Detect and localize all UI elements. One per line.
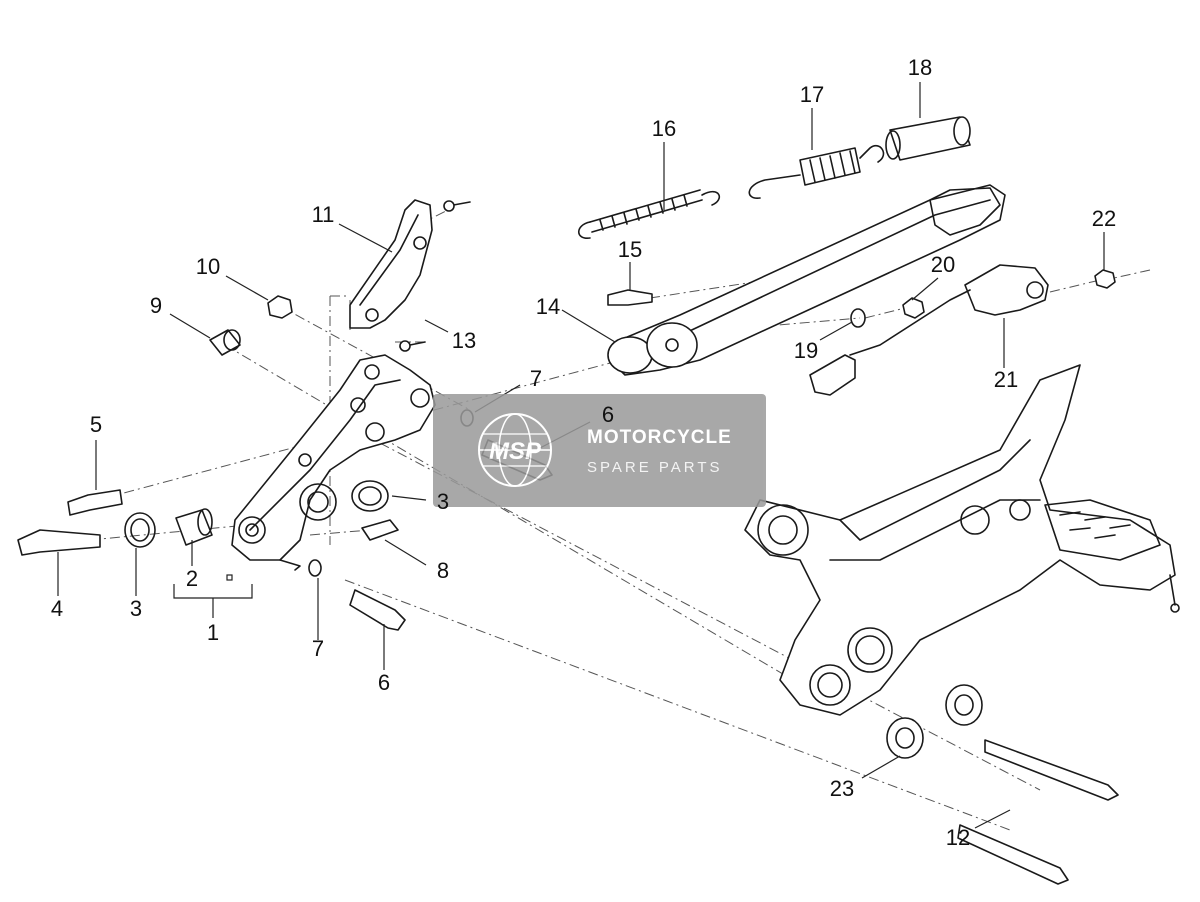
callout-11: 11: [312, 202, 335, 227]
callout-7-lower: 7: [312, 636, 324, 661]
callout-8: 8: [437, 558, 449, 583]
callout-13: 13: [452, 328, 476, 353]
callout-19: 19: [794, 338, 818, 363]
callout-6-lower: 6: [378, 670, 390, 695]
bracket-cover: [349, 199, 433, 329]
callout-3-lower: 3: [130, 596, 142, 621]
callout-4: 4: [51, 596, 63, 621]
callout-17: 17: [800, 82, 824, 107]
callout-2: 2: [186, 566, 198, 591]
side-stand-bracket: [231, 354, 436, 571]
callout-20: 20: [931, 252, 955, 277]
callout-18: 18: [908, 55, 932, 80]
callout-6-upper: 6: [602, 402, 614, 427]
callout-14: 14: [536, 294, 560, 319]
callout-15: 15: [618, 237, 642, 262]
watermark-subtitle: SPARE PARTS: [587, 459, 723, 476]
watermark-title: MOTORCYCLE: [587, 427, 732, 448]
callout-9: 9: [150, 293, 162, 318]
spring-sleeve: [885, 116, 971, 161]
watermark-logo-text: MSP: [489, 438, 542, 465]
watermark-background: [433, 394, 766, 507]
callout-23: 23: [830, 776, 854, 801]
spring-long: [577, 189, 721, 239]
watermark: MSP MOTORCYCLE SPARE PARTS: [433, 394, 766, 507]
callout-3-upper: 3: [437, 489, 449, 514]
footpeg-bracket: [744, 364, 1180, 716]
callout-labels: 1 2 3 3 4 5 6 6 7 7 8 9 10 11 12 13 14 1…: [51, 55, 1116, 850]
callout-1: 1: [207, 620, 219, 645]
side-stand-switch: [809, 264, 1049, 396]
callout-5: 5: [90, 412, 102, 437]
leader-lines: [57, 82, 1105, 829]
callout-21: 21: [994, 367, 1018, 392]
callout-7-upper: 7: [530, 366, 542, 391]
callout-22: 22: [1092, 206, 1116, 231]
side-stand: [607, 184, 1006, 376]
callout-16: 16: [652, 116, 676, 141]
callout-10: 10: [196, 254, 220, 279]
spring-short: [748, 145, 885, 199]
callout-12: 12: [946, 825, 970, 850]
hardware: [17, 200, 1119, 885]
